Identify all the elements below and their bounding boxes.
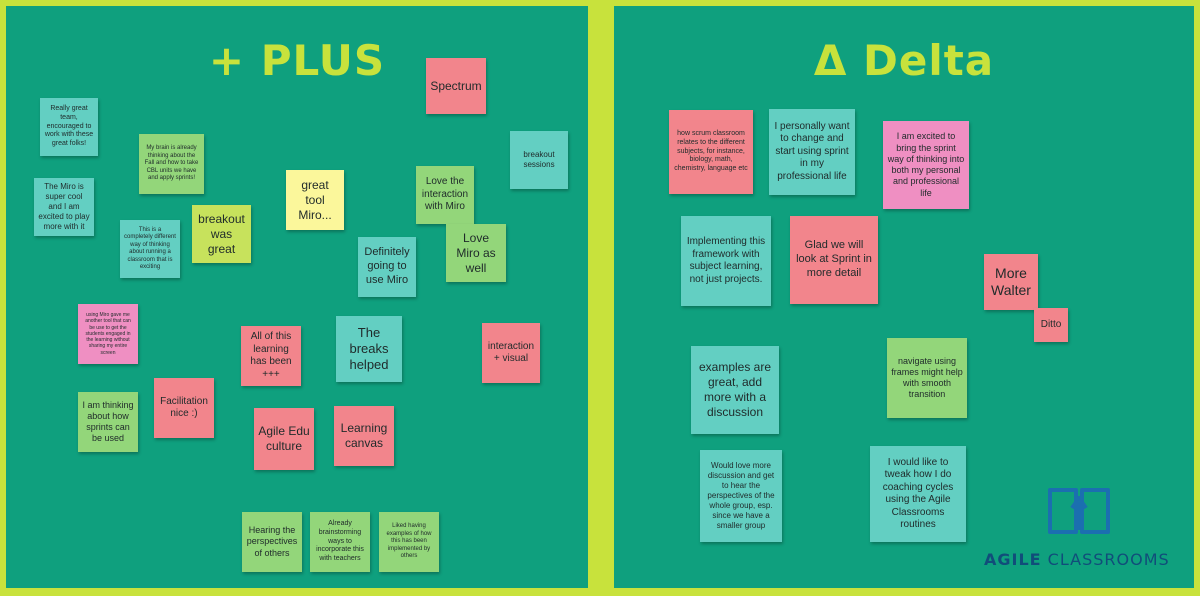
agile-classrooms-logo: AGILE CLASSROOMS xyxy=(984,480,1194,580)
sticky-note[interactable]: using Miro gave me another tool that can… xyxy=(78,304,138,364)
sticky-note[interactable]: My brain is already thinking about the F… xyxy=(139,134,204,194)
sticky-note[interactable]: Facilitation nice :) xyxy=(154,378,214,438)
sticky-note[interactable]: Hearing the perspectives of others xyxy=(242,512,302,572)
sticky-note[interactable]: how scrum classroom relates to the diffe… xyxy=(669,110,753,194)
sticky-note[interactable]: great tool Miro... xyxy=(286,170,344,230)
sticky-note[interactable]: I am thinking about how sprints can be u… xyxy=(78,392,138,452)
sticky-note[interactable]: More Walter xyxy=(984,254,1038,310)
sticky-note[interactable]: breakout sessions xyxy=(510,131,568,189)
sticky-note[interactable]: All of this learning has been +++ xyxy=(241,326,301,386)
sticky-note[interactable]: Ditto xyxy=(1034,308,1068,342)
sticky-note[interactable]: Love the interaction with Miro xyxy=(416,166,474,224)
sticky-note[interactable]: examples are great, add more with a disc… xyxy=(691,346,779,434)
sticky-note[interactable]: interaction + visual xyxy=(482,323,540,383)
sticky-note[interactable]: Spectrum xyxy=(426,58,486,114)
sticky-note[interactable]: Liked having examples of how this has be… xyxy=(379,512,439,572)
sticky-note[interactable]: I am excited to bring the sprint way of … xyxy=(883,121,969,209)
delta-board: Δ Delta how scrum classroom relates to t… xyxy=(614,6,1194,588)
brand-text-bold: AGILE xyxy=(984,550,1042,569)
sticky-note[interactable]: I would like to tweak how I do coaching … xyxy=(870,446,966,542)
sticky-note[interactable]: Agile Edu culture xyxy=(254,408,314,470)
sticky-note[interactable]: Implementing this framework with subject… xyxy=(681,216,771,306)
sticky-note[interactable]: Glad we will look at Sprint in more deta… xyxy=(790,216,878,304)
sticky-note[interactable]: breakout was great xyxy=(192,205,251,263)
sticky-note[interactable]: Love Miro as well xyxy=(446,224,506,282)
open-book-arrow-icon xyxy=(1048,488,1110,534)
plus-board: + PLUS Really great team, encouraged to … xyxy=(6,6,588,588)
plus-title: + PLUS xyxy=(208,36,386,85)
sticky-note[interactable]: Really great team, encouraged to work wi… xyxy=(40,98,98,156)
sticky-note[interactable]: Learning canvas xyxy=(334,406,394,466)
brand-text-light: CLASSROOMS xyxy=(1041,550,1170,569)
sticky-note[interactable]: Definitely going to use Miro xyxy=(358,237,416,297)
delta-title: Δ Delta xyxy=(813,36,995,85)
sticky-note[interactable]: The breaks helped xyxy=(336,316,402,382)
brand-text: AGILE CLASSROOMS xyxy=(984,550,1194,569)
sticky-note[interactable]: Would love more discussion and get to he… xyxy=(700,450,782,542)
sticky-note[interactable]: Already brainstorming ways to incorporat… xyxy=(310,512,370,572)
sticky-note[interactable]: This is a completely different way of th… xyxy=(120,220,180,278)
sticky-note[interactable]: navigate using frames might help with sm… xyxy=(887,338,967,418)
sticky-note[interactable]: I personally want to change and start us… xyxy=(769,109,855,195)
sticky-note[interactable]: The Miro is super cool and I am excited … xyxy=(34,178,94,236)
